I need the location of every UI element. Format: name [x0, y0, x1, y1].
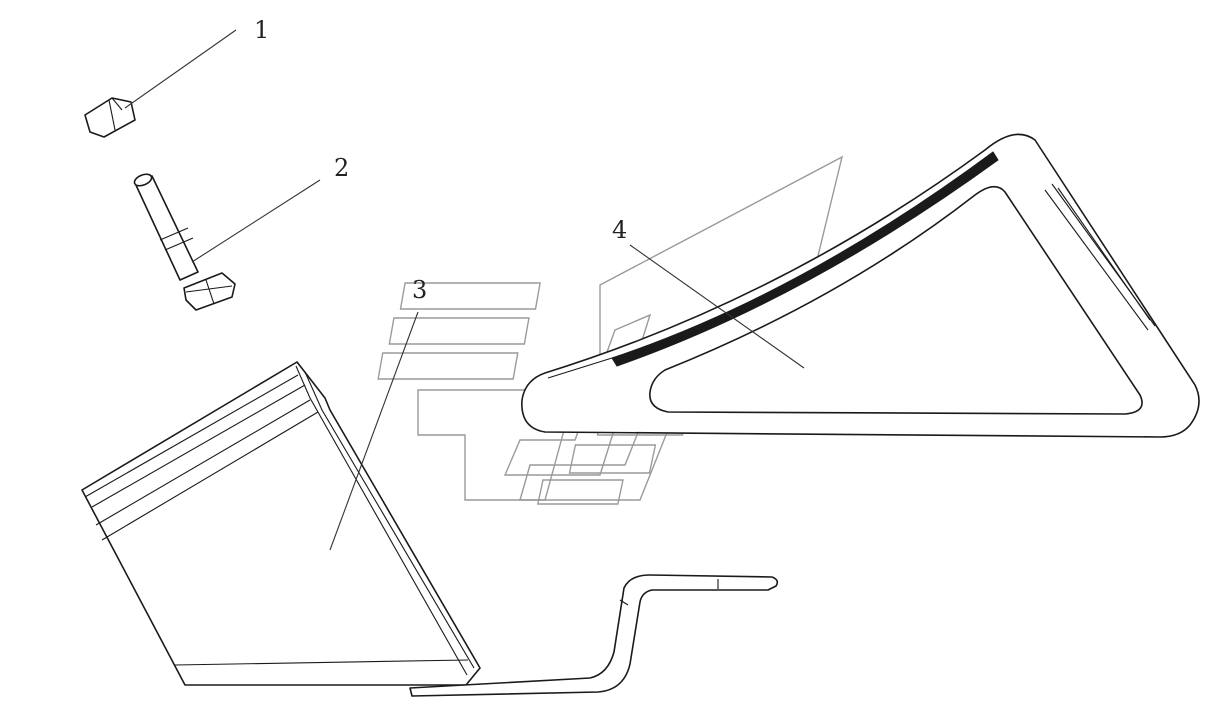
leader-line-4 [629, 244, 805, 369]
support-arm-part [521, 133, 1200, 438]
callout-2: 2 [334, 154, 349, 182]
leader-lines [124, 29, 805, 551]
bolt-part [133, 173, 236, 311]
leader-line-2 [191, 179, 321, 263]
callout-4: 4 [612, 216, 627, 244]
bracket-part [81, 361, 779, 697]
leader-line-3 [329, 311, 419, 551]
callout-labels: 1 2 3 4 [254, 16, 627, 304]
callout-1: 1 [254, 16, 269, 44]
nut-part [84, 97, 136, 138]
callout-3: 3 [412, 276, 427, 304]
leader-line-1 [124, 29, 237, 109]
